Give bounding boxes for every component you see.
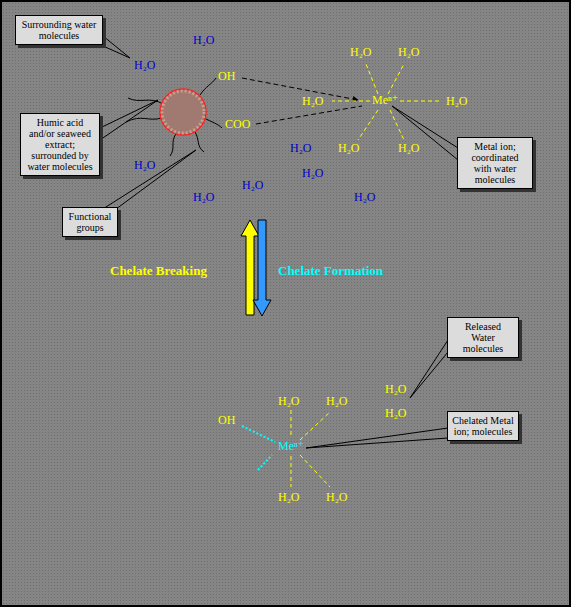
molecule-label: H₂O (350, 45, 372, 59)
coordination-lines (332, 64, 442, 140)
molecule-label: Meⁿ⁺ (372, 93, 398, 107)
molecule-label: H₂O (302, 166, 324, 180)
molecule-label: H₂O (193, 33, 215, 47)
molecule-label: OH (218, 69, 235, 83)
molecule-label: H₂O (338, 141, 360, 155)
callout-text: Released Water molecules (452, 321, 514, 354)
callout-text: Functional groups (67, 211, 113, 233)
molecule-label: H₂O (302, 94, 324, 108)
molecule-label: H₂O (354, 190, 376, 204)
callout-leaders (98, 36, 458, 448)
callout-box: Functional groups (62, 207, 118, 237)
molecule-label: H₂O (385, 406, 407, 420)
molecule-label: H₂O (290, 141, 312, 155)
callout-box: Metal ion; coordinated with water molecu… (457, 137, 533, 189)
molecule-label: H₂O (446, 94, 468, 108)
molecule-label: H₂O (398, 45, 420, 59)
callout-box: Surrounding water molecules (15, 15, 103, 45)
callout-text: Chelated Metal ion; molecules (452, 415, 514, 437)
molecule-label: Meⁿ⁺ (278, 439, 304, 453)
bond-line (242, 78, 358, 100)
molecule-label: COO (225, 117, 250, 131)
callout-text: Metal ion; coordinated with water molecu… (462, 141, 528, 185)
molecule-label: H₂O (385, 382, 407, 396)
callout-text: Surrounding water molecules (20, 19, 98, 41)
humic-particle (126, 78, 222, 156)
transition-label: Chelate Breaking (110, 264, 207, 278)
callout-text: Humic acid and/or seaweed extract; surro… (25, 117, 95, 172)
molecule-label: H₂O (398, 141, 420, 155)
bond-line (256, 106, 362, 124)
molecule-label: H₂O (134, 58, 156, 72)
molecule-label: H₂O (193, 190, 215, 204)
molecule-label: H₂O (326, 490, 348, 504)
molecule-label: H₂O (326, 394, 348, 408)
chelate-bonds (242, 426, 275, 470)
molecule-label: H₂O (134, 158, 156, 172)
formation-arrow (253, 220, 271, 316)
molecule-label: H₂O (278, 490, 300, 504)
callout-box: Humic acid and/or seaweed extract; surro… (20, 113, 100, 176)
callout-box: Chelated Metal ion; molecules (447, 411, 519, 441)
molecule-label: H₂O (278, 394, 300, 408)
transition-label: Chelate Formation (278, 264, 383, 278)
callout-box: Released Water molecules (447, 317, 519, 358)
molecule-label: H₂O (242, 178, 264, 192)
molecule-label: OH (218, 413, 235, 427)
